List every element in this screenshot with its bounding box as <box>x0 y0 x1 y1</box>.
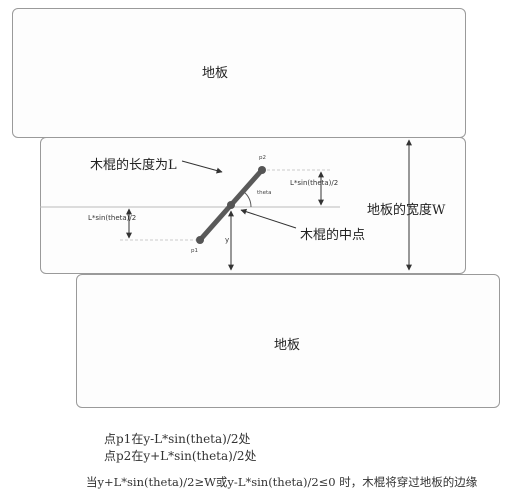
floor-board-bottom <box>76 274 500 408</box>
caption-p2: 点p2在y+L*sin(theta)/2处 <box>104 449 257 463</box>
floor-board-top <box>12 8 466 138</box>
caption-p1: 点p1在y-L*sin(theta)/2处 <box>104 432 251 446</box>
midpoint-leader <box>240 208 297 229</box>
floor-width-label: 地板的宽度W <box>367 203 446 218</box>
p2-label: p2 <box>259 155 266 161</box>
p2-point <box>258 166 266 174</box>
upper-half-height-label: L*sin(theta)/2 <box>290 179 339 187</box>
theta-arc <box>243 191 252 208</box>
caption-condition: 当y+L*sin(theta)/2≥W或y-L*sin(theta)/2≤0 时… <box>86 475 478 489</box>
stick-length-leader <box>181 160 223 174</box>
floor-board-bottom-label: 地板 <box>274 338 301 353</box>
midpoint-dot <box>227 201 235 209</box>
floor-board-top-label: 地板 <box>202 66 229 81</box>
stick-length-label: 木棍的长度为L <box>90 158 177 173</box>
theta-label: theta <box>257 190 272 196</box>
stick-midpoint-label: 木棍的中点 <box>300 228 366 243</box>
lower-half-height-label: L*sin(theta)/2 <box>88 214 137 222</box>
floor-gap-region <box>40 137 466 274</box>
p1-point <box>196 236 204 244</box>
y-label: y <box>225 236 230 244</box>
p1-label: p1 <box>191 248 198 254</box>
